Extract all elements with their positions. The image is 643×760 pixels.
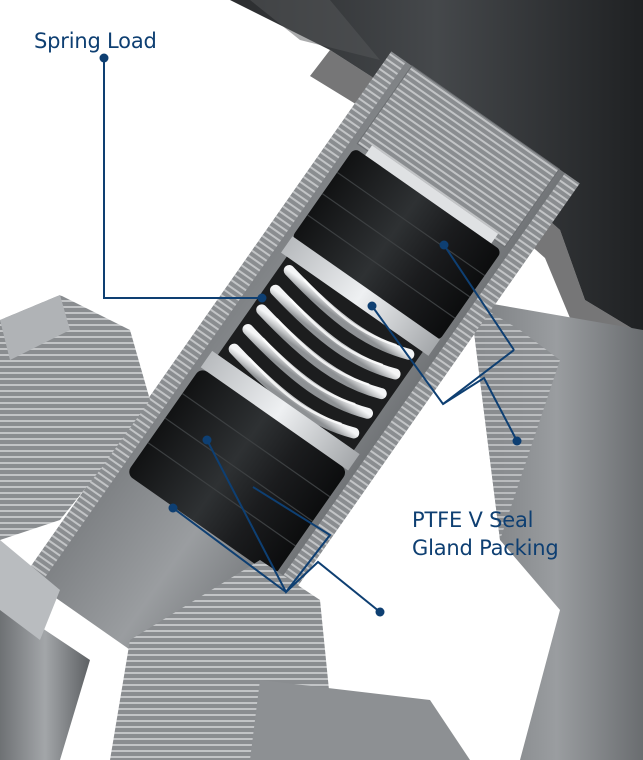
spring-load-text: Spring Load — [34, 29, 157, 53]
lower-seal-dot-2 — [168, 503, 178, 513]
ptfe-lower-bracket-arm — [172, 507, 287, 593]
ptfe-upper-end-dot — [512, 436, 522, 446]
ptfe-label-line1: PTFE V Seal — [412, 508, 534, 532]
leader-lines — [103, 58, 518, 613]
lower-v-seal-packing — [129, 350, 360, 574]
ptfe-label-line2: Gland Packing — [412, 536, 559, 560]
lower-seal-dot-1 — [202, 435, 212, 445]
spring-load-dot-top — [99, 53, 109, 63]
ptfe-lower-pointer — [285, 560, 381, 613]
compression-spring — [217, 256, 423, 451]
spring-load-leader — [103, 58, 262, 299]
leader-dots — [99, 53, 522, 617]
valve-body-left — [0, 295, 150, 540]
actuator-housing — [230, 0, 643, 370]
valve-body-right — [470, 300, 643, 760]
spring-load-dot — [257, 293, 267, 303]
threaded-gland-nut — [356, 65, 560, 248]
upper-seal-dot-2 — [439, 240, 449, 250]
ptfe-lower-end-dot — [375, 607, 385, 617]
ptfe-upper-pointer — [442, 376, 518, 442]
valve-stem — [0, 540, 90, 760]
upper-seal-dot-1 — [367, 301, 377, 311]
spring-load-label: Spring Load — [34, 27, 157, 55]
ptfe-upper-bracket-arm — [443, 244, 515, 351]
ptfe-lower-bracket — [206, 439, 332, 594]
valve-body-lower — [110, 560, 470, 760]
ptfe-label: PTFE V Seal Gland Packing — [412, 506, 559, 562]
upper-v-seal-packing — [281, 150, 500, 356]
